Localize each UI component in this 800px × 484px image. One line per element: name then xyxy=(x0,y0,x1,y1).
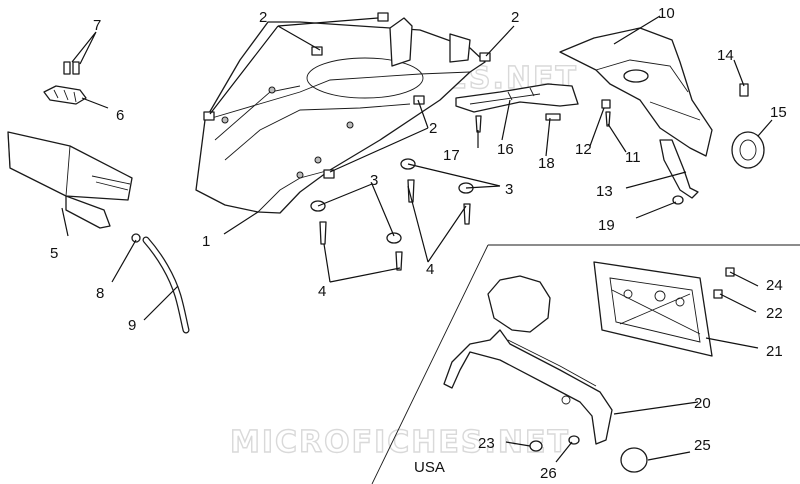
callout-19: 19 xyxy=(598,217,615,234)
callout-24: 24 xyxy=(766,277,783,294)
callout-26: 26 xyxy=(540,465,557,482)
callout-16: 16 xyxy=(497,141,514,158)
callout-2-right: 2 xyxy=(511,9,519,26)
callout-leader-lines xyxy=(61,15,773,463)
breather-hose-part xyxy=(131,233,190,334)
spacer-and-screw-parts xyxy=(310,158,474,271)
callout-22: 22 xyxy=(766,305,783,322)
callout-7: 7 xyxy=(93,17,101,34)
callout-4-right: 4 xyxy=(426,261,434,278)
usa-section-divider xyxy=(371,244,800,484)
license-plate-holder-part xyxy=(559,27,713,157)
callout-9: 9 xyxy=(128,317,136,334)
callout-23: 23 xyxy=(478,435,495,452)
support-bracket-part xyxy=(455,83,579,133)
callout-11: 11 xyxy=(625,149,641,166)
region-label-usa: USA xyxy=(414,459,445,476)
callout-21: 21 xyxy=(766,343,783,360)
usa-license-bracket-part xyxy=(443,275,613,445)
connector-clip-part xyxy=(43,85,87,105)
ecu-box-part xyxy=(7,131,133,229)
callout-18: 18 xyxy=(538,155,555,172)
license-plate-support-part xyxy=(593,261,713,357)
callout-17: 17 xyxy=(443,147,460,164)
callout-13: 13 xyxy=(596,183,613,200)
callout-2-middle: 2 xyxy=(429,120,437,137)
watermark-bottom: MICROFICHES.NET xyxy=(230,425,570,460)
callout-15: 15 xyxy=(770,104,787,121)
callout-4-left: 4 xyxy=(318,283,326,300)
callout-3-left: 3 xyxy=(370,172,378,189)
callout-5: 5 xyxy=(50,245,58,262)
callout-1: 1 xyxy=(202,233,210,250)
callout-8: 8 xyxy=(96,285,104,302)
rivet-parts xyxy=(63,61,80,75)
clip-nut-parts xyxy=(203,12,491,179)
callout-20: 20 xyxy=(694,395,711,412)
callout-14: 14 xyxy=(717,47,734,64)
callout-25: 25 xyxy=(694,437,711,454)
callout-12: 12 xyxy=(575,141,592,158)
rear-light-hardware-parts xyxy=(601,83,765,205)
callout-6: 6 xyxy=(116,107,124,124)
callout-2-top: 2 xyxy=(259,9,267,26)
callout-10: 10 xyxy=(658,5,675,22)
rear-mudguard-part xyxy=(195,17,486,214)
callout-3-right: 3 xyxy=(505,181,513,198)
